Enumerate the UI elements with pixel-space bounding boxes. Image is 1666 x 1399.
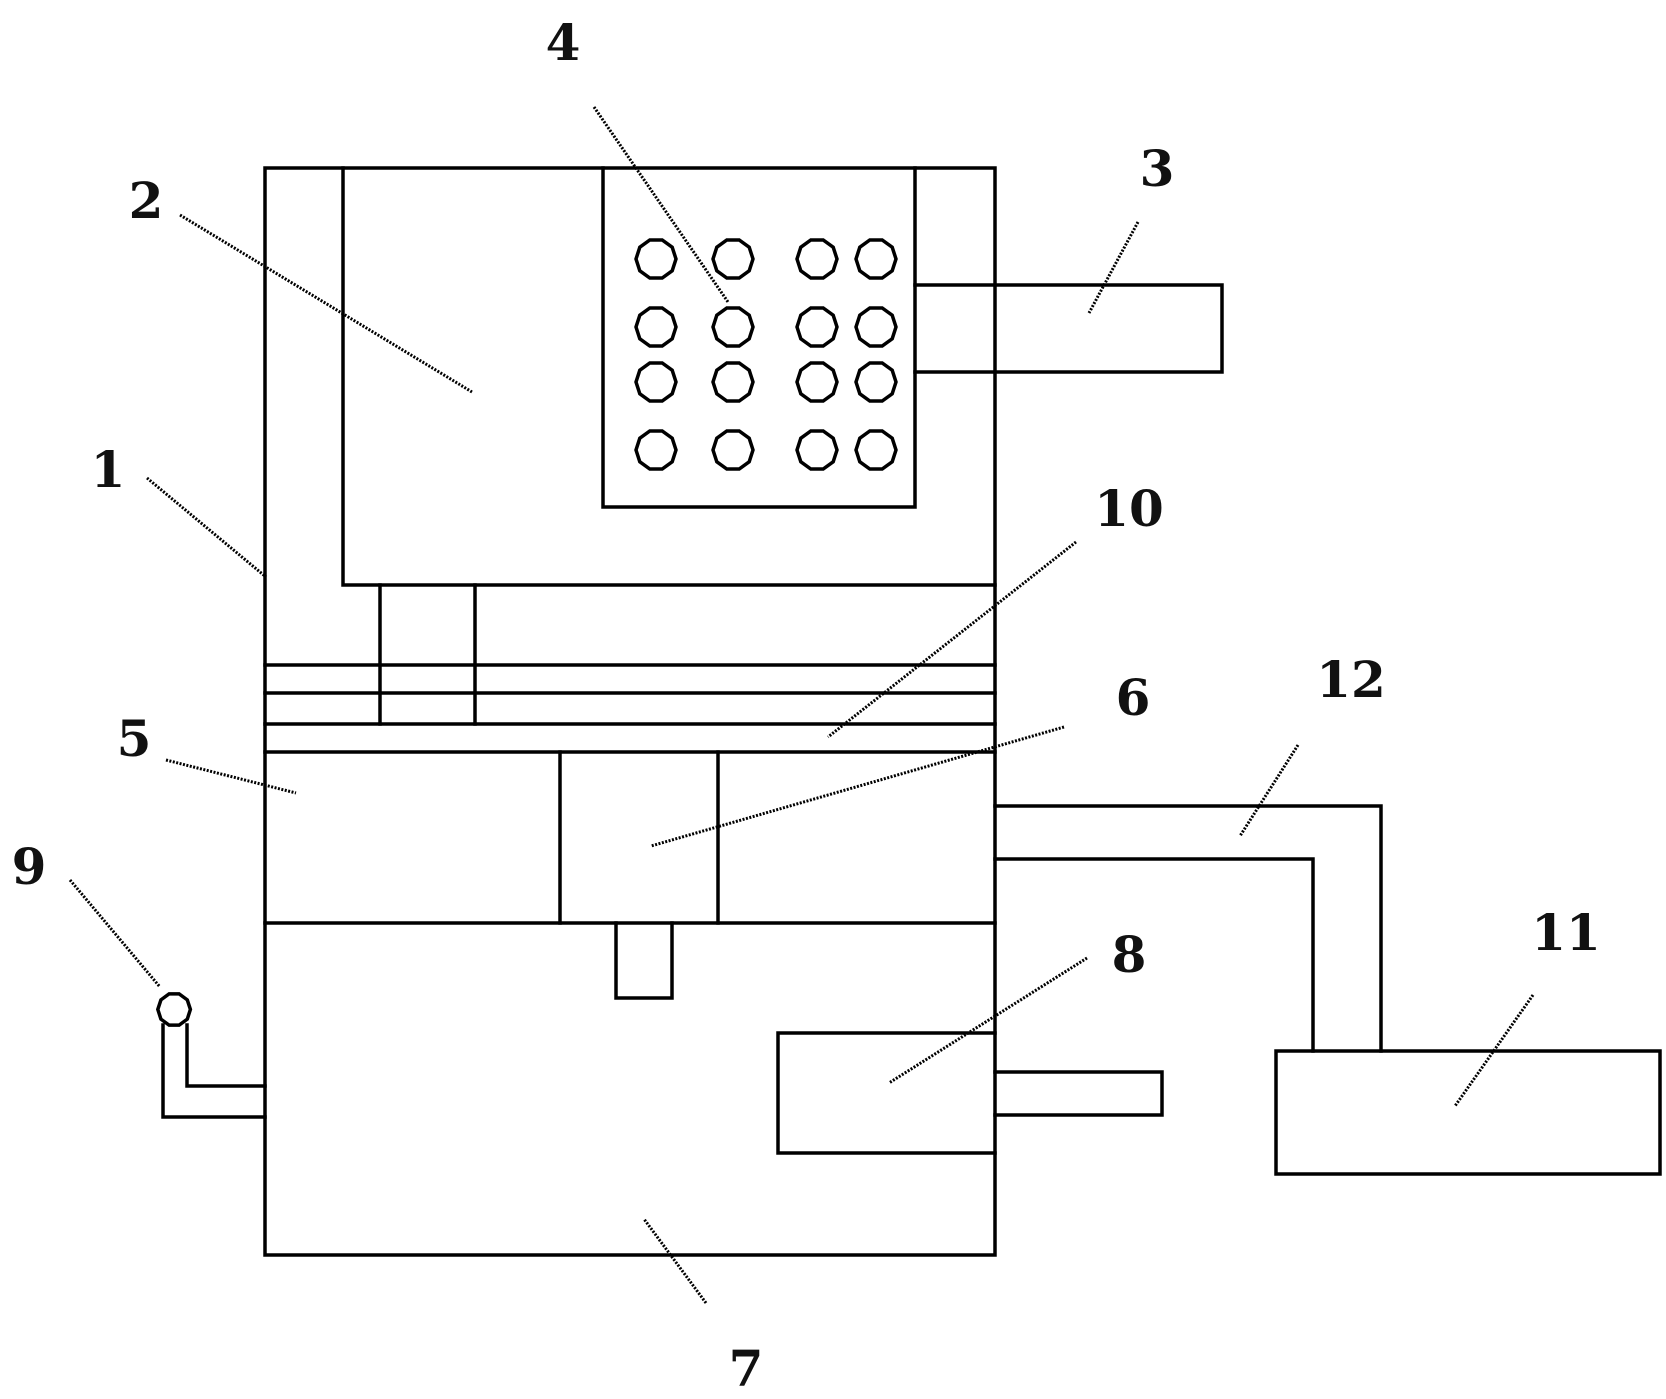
label-3: 3 — [1140, 139, 1175, 198]
hole — [711, 306, 755, 348]
cross-bars — [263, 663, 997, 695]
label-8: 8 — [1112, 925, 1147, 984]
hole — [634, 361, 678, 403]
label-6: 6 — [1116, 668, 1151, 727]
hole — [711, 361, 755, 403]
hole — [854, 306, 898, 348]
hole — [795, 429, 839, 471]
hole — [711, 238, 755, 280]
perforated-plate — [601, 166, 917, 509]
label-2: 2 — [129, 171, 164, 230]
callout-labels: 1 2 3 4 5 6 7 8 9 10 11 12 — [12, 13, 1601, 1398]
connecting-pipe — [993, 804, 1383, 1053]
hole — [795, 306, 839, 348]
hole — [711, 429, 755, 471]
hole — [634, 238, 678, 280]
hole — [634, 429, 678, 471]
label-4: 4 — [546, 13, 581, 72]
hole — [854, 429, 898, 471]
housing — [263, 166, 997, 1257]
upper-box — [341, 166, 997, 587]
label-5: 5 — [117, 709, 152, 768]
inlet-pipe — [913, 283, 1224, 374]
label-12: 12 — [1316, 650, 1386, 709]
hole — [634, 306, 678, 348]
hole — [795, 361, 839, 403]
hole — [795, 238, 839, 280]
label-7: 7 — [729, 1339, 764, 1398]
hole — [854, 238, 898, 280]
partition — [263, 722, 997, 754]
perforated-plate-holes — [634, 238, 898, 471]
external-tank — [1274, 1049, 1662, 1176]
label-9: 9 — [12, 837, 47, 896]
label-10: 10 — [1094, 479, 1164, 538]
support-column — [378, 583, 477, 726]
valve — [155, 992, 267, 1119]
leader-lines — [68, 106, 1535, 1304]
center-block — [558, 750, 720, 1000]
label-1: 1 — [91, 440, 126, 499]
side-unit — [776, 1031, 1164, 1155]
label-11: 11 — [1531, 903, 1601, 962]
hole — [854, 361, 898, 403]
